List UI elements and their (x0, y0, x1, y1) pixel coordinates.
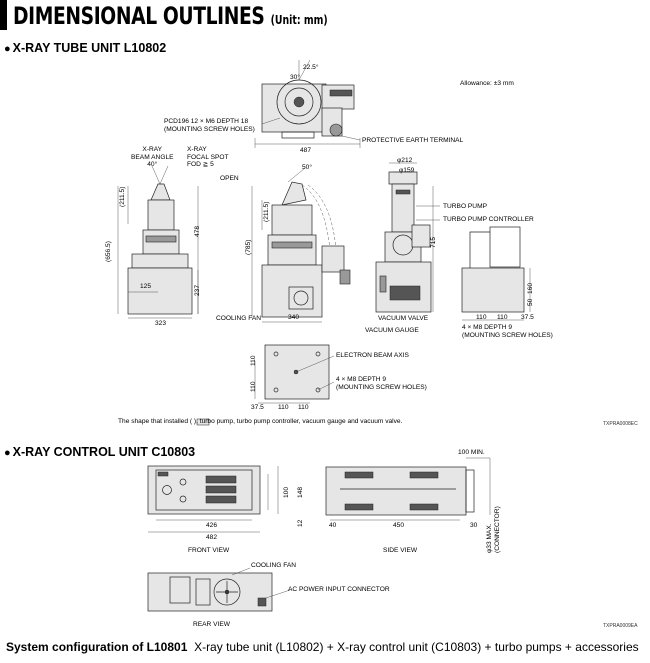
tube-top-view (254, 59, 361, 148)
cooling-fan-rear-label: COOLING FAN (251, 562, 297, 569)
dim-487: 487 (300, 147, 312, 154)
vacuum-valve-label: VACUUM VALVE (378, 315, 429, 322)
dim-110c: 110 (250, 355, 257, 366)
ac-power-label: AC POWER INPUT CONNECTOR (288, 586, 390, 593)
tube-bottom-view (254, 344, 335, 404)
dim-110d: 110 (250, 381, 257, 392)
dim-211-5a: (211.5) (119, 186, 126, 207)
dim-40: 40 (329, 522, 337, 529)
control-rear-view (147, 567, 291, 612)
dim-656-5: (656.5) (105, 241, 112, 262)
dim-237: 237 (194, 284, 201, 296)
protective-earth-label: PROTECTIVE EARTH TERMINAL (362, 137, 464, 144)
dim-110e: 110 (278, 404, 289, 411)
vacuum-gauge-label: VACUUM GAUGE (365, 327, 419, 334)
front-view-label: FRONT VIEW (188, 547, 230, 554)
dim-110b: 110 (497, 314, 508, 321)
dim-482: 482 (206, 534, 218, 541)
dim-phi159: φ159 (399, 167, 415, 174)
pcd-label: PCD196 12 × M6 DEPTH 18(MOUNTING SCREW H… (164, 118, 255, 133)
system-configuration-text: X-ray tube unit (L10802) + X-ray control… (194, 640, 639, 654)
tube-front-view (117, 165, 199, 319)
control-side-view (325, 457, 491, 521)
allowance-note: Allowance: ±3 mm (460, 80, 514, 87)
tube-right-view (461, 226, 531, 321)
header-bar (0, 0, 7, 30)
dim-22-5: 22.5° (303, 64, 319, 71)
dim-323: 323 (155, 320, 167, 327)
dim-30-ctrl: 30 (470, 522, 478, 529)
dim-100: 100 (283, 486, 290, 498)
dim-715: 715 (430, 236, 437, 248)
dim-phi212: φ212 (397, 157, 413, 164)
section-title-tube: ●X-RAY TUBE UNIT L10802 (4, 41, 167, 55)
rear-view-label: REAR VIEW (193, 621, 231, 628)
dim-50: 50° (302, 164, 312, 171)
turbo-controller-label: TURBO PUMP CONTROLLER (443, 216, 534, 223)
dim-110f: 110 (298, 404, 309, 411)
min100-label: 100 MIN. (458, 449, 485, 456)
system-configuration: System configuration of L10801 X-ray tub… (6, 640, 639, 654)
system-configuration-title: System configuration of L10801 (6, 640, 188, 654)
connector-label: φ33 MAX.(CONNECTOR) (486, 506, 501, 553)
drawing-code-2: TXPRA0009EA (603, 623, 638, 629)
open-label: OPEN (220, 175, 239, 182)
dim-148: 148 (297, 486, 304, 498)
page-title: DIMENSIONAL OUTLINES (Unit: mm) (13, 2, 328, 30)
dim-37-5b: 37.5 (251, 404, 264, 411)
dim-12: 12 (297, 519, 304, 527)
shape-swatch (196, 418, 210, 426)
dim-110a: 110 (476, 314, 487, 321)
installed-shape-note: The shape that installed ( ), turbo pump… (118, 418, 403, 425)
cooling-fan-label: COOLING FAN (216, 315, 262, 322)
dim-426: 426 (206, 522, 218, 529)
page-header: DIMENSIONAL OUTLINES (Unit: mm) (0, 0, 650, 30)
dim-340: 340 (288, 314, 300, 321)
m8-bottom-label: 4 × M8 DEPTH 9(MOUNTING SCREW HOLES) (336, 376, 427, 391)
dim-30: 30° (290, 74, 300, 81)
tube-rear-view (375, 162, 440, 313)
unit-note: (Unit: mm) (270, 13, 328, 27)
tube-side-view (251, 167, 351, 323)
electron-axis-label: ELECTRON BEAM AXIS (336, 352, 409, 359)
dim-37-5a: 37.5 (521, 314, 534, 321)
dim-160: 160 (527, 282, 534, 294)
side-view-label: SIDE VIEW (383, 547, 418, 554)
dim-125: 125 (140, 283, 152, 290)
dim-50b: 50 (527, 298, 534, 306)
drawing-code-1: TXPRA0008EC (603, 421, 638, 427)
dim-450: 450 (393, 522, 405, 529)
dim-211-5b: (211.5) (263, 201, 270, 222)
control-front-view (147, 465, 279, 533)
turbo-pump-label: TURBO PUMP (443, 203, 487, 210)
dim-785: (785) (245, 239, 252, 255)
m8-side-label: 4 × M8 DEPTH 9(MOUNTING SCREW HOLES) (462, 324, 553, 339)
dim-478: 478 (194, 225, 201, 237)
section-title-control: ●X-RAY CONTROL UNIT C10803 (4, 445, 196, 459)
